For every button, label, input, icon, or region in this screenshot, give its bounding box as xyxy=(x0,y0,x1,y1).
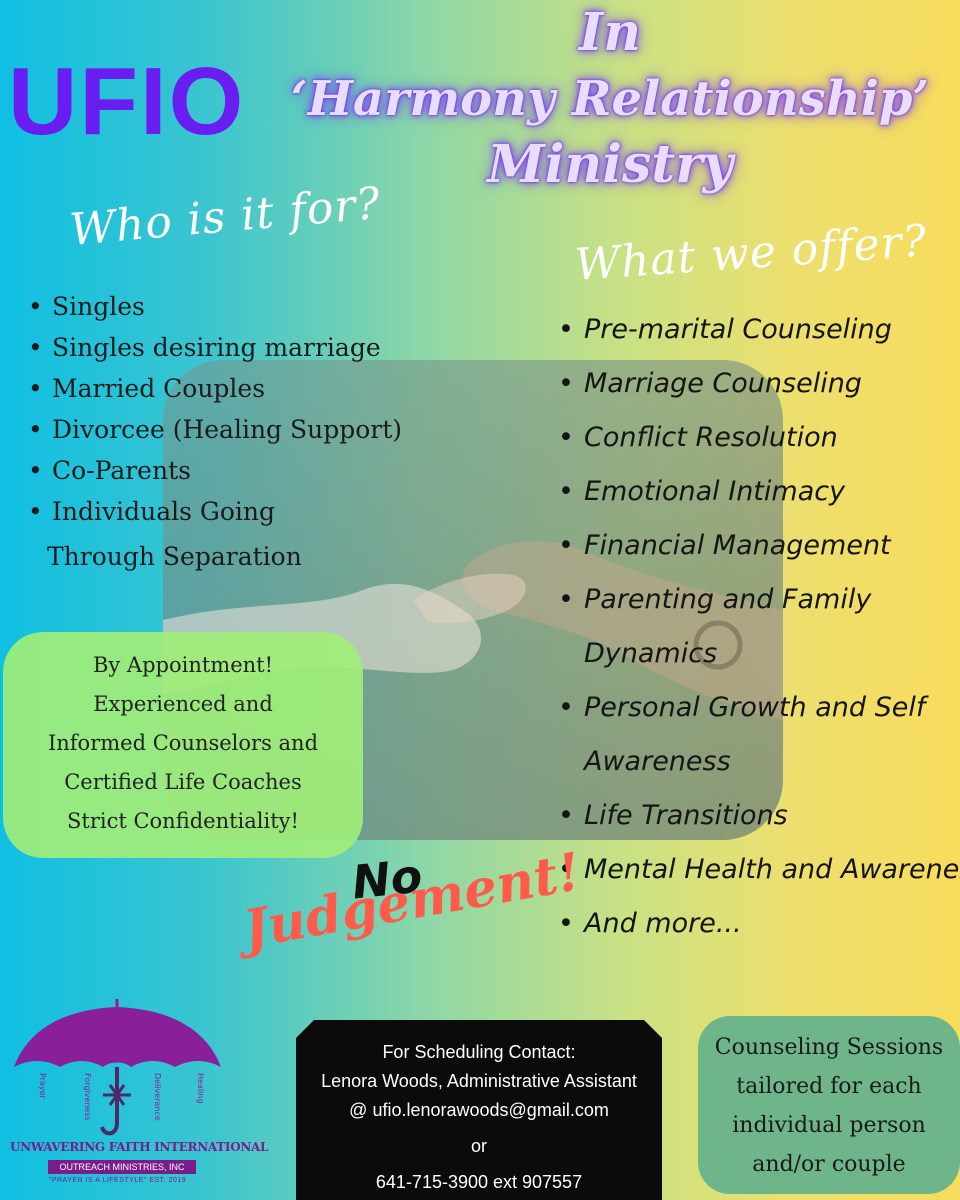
sessions-line: and/or couple xyxy=(752,1152,906,1177)
sessions-line: Counseling Sessions xyxy=(714,1035,944,1060)
list-item-continuation: Awareness xyxy=(584,746,731,777)
appointment-line: Informed Counselors and xyxy=(47,731,319,755)
logo-tagline: "PRAYER IS A LIFESTYLE" EST. 2019 xyxy=(48,1177,187,1184)
list-item: Singles xyxy=(28,286,402,327)
title-line-2: ‘Harmony Relationship’ xyxy=(290,71,930,127)
title-line-3: Ministry xyxy=(487,134,733,195)
who-list: Singles Singles desiring marriage Marrie… xyxy=(28,286,402,532)
sessions-line: tailored for each xyxy=(736,1074,922,1099)
appointment-line: By Appointment! xyxy=(92,653,274,677)
list-item: Individuals Going xyxy=(28,491,402,532)
ministry-title: In ‘Harmony Relationship’ Ministry xyxy=(260,0,960,198)
offer-heading: What we offer? xyxy=(573,215,929,291)
list-item-continuation: Through Separation xyxy=(47,542,302,571)
appointment-line: Certified Life Coaches xyxy=(64,770,302,794)
offer-list: Pre-marital Counseling Marriage Counseli… xyxy=(558,303,960,951)
list-item: And more... xyxy=(558,897,960,951)
umbrella-word: Forgiveness xyxy=(83,1073,92,1121)
brand-acronym: UFIO xyxy=(8,48,246,155)
list-item: Financial Management xyxy=(558,519,960,573)
list-item: Conflict Resolution xyxy=(558,411,960,465)
list-item: Singles desiring marriage xyxy=(28,327,402,368)
list-item: Co-Parents xyxy=(28,450,402,491)
list-item: Personal Growth and Self xyxy=(558,681,960,735)
contact-email[interactable]: @ ufio.lenorawoods@gmail.com xyxy=(349,1100,609,1120)
list-item: Pre-marital Counseling xyxy=(558,303,960,357)
title-line-1: In xyxy=(578,2,642,63)
sessions-line: individual person xyxy=(732,1113,926,1138)
list-item: Mental Health and Awareness xyxy=(558,843,960,897)
list-item-continuation: Dynamics xyxy=(584,638,718,669)
list-item: Marriage Counseling xyxy=(558,357,960,411)
list-item: Parenting and Family xyxy=(558,573,960,627)
logo-subtitle: OUTREACH MINISTRIES, INC xyxy=(48,1160,196,1174)
sessions-box: Counseling Sessions tailored for each in… xyxy=(698,1016,960,1194)
umbrella-word: Deliverance xyxy=(153,1073,162,1121)
logo-organization-name: UNWAVERING FAITH INTERNATIONAL xyxy=(10,1140,269,1154)
list-item: Life Transitions xyxy=(558,789,960,843)
appointment-line: Strict Confidentiality! xyxy=(67,809,299,833)
contact-heading: For Scheduling Contact: xyxy=(382,1042,576,1062)
umbrella-logo-icon: Prayer Forgiveness Deliverance Healing xyxy=(10,995,225,1195)
contact-box: For Scheduling Contact: Lenora Woods, Ad… xyxy=(296,1020,662,1200)
contact-person: Lenora Woods, Administrative Assistant xyxy=(321,1071,637,1091)
umbrella-word: Prayer xyxy=(38,1073,47,1100)
who-heading: Who is it for? xyxy=(67,177,383,256)
contact-phone[interactable]: 641-715-3900 ext 907557 xyxy=(375,1172,583,1192)
list-item: Emotional Intimacy xyxy=(558,465,960,519)
list-item: Married Couples xyxy=(28,368,402,409)
appointment-box: By Appointment! Experienced and Informed… xyxy=(3,632,363,858)
appointment-line: Experienced and xyxy=(93,692,273,716)
contact-or: or xyxy=(470,1136,487,1156)
list-item: Divorcee (Healing Support) xyxy=(28,409,402,450)
umbrella-word: Healing xyxy=(196,1073,205,1103)
